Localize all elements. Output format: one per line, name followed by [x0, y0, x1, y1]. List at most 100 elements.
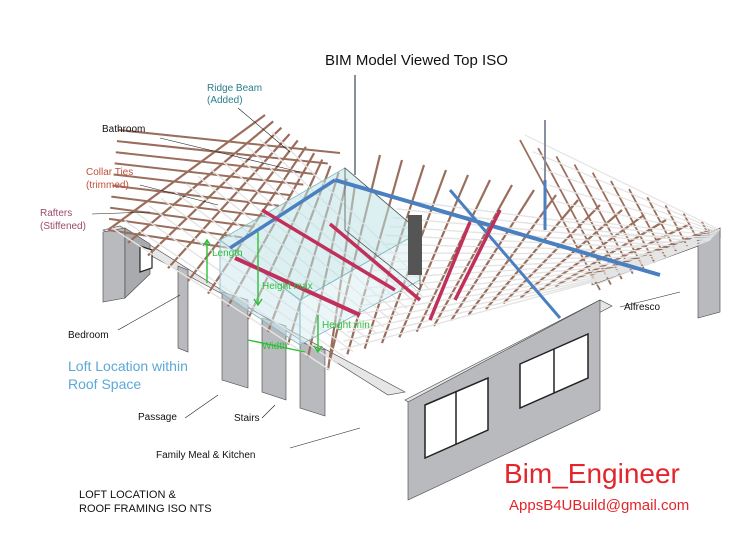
- batten-right: [392, 216, 698, 246]
- batten-garage: [563, 217, 715, 237]
- bathroom-label: Bathroom: [102, 124, 146, 135]
- batten-right: [399, 199, 711, 241]
- collar-ties-label: Collar Ties: [86, 167, 134, 178]
- rafter-right: [554, 219, 667, 288]
- collar-ties: [234, 208, 502, 321]
- loft-location-line2: Roof Space: [68, 376, 142, 392]
- rafters-note: (Stiffened): [40, 221, 86, 232]
- batten-right: [343, 276, 607, 342]
- footer-line1: LOFT LOCATION &: [79, 489, 176, 501]
- batten-right: [385, 234, 685, 251]
- batten-garage: [571, 234, 714, 238]
- rafters-label: Rafters: [40, 208, 73, 219]
- rafter-hip: [114, 162, 304, 186]
- posts: [354, 75, 546, 180]
- rafter-hip: [117, 129, 341, 154]
- wall-partition-1: [177, 265, 189, 353]
- diagram-title: BIM Model Viewed Top ISO: [325, 52, 508, 69]
- stairs-label: Stairs: [234, 413, 260, 424]
- batten-garage: [548, 184, 717, 234]
- leader-family: [289, 427, 361, 449]
- rafter-hip: [115, 151, 316, 176]
- collar-tie-5: [453, 209, 502, 301]
- leader-stairs: [261, 404, 276, 419]
- rafter-hip: [116, 140, 328, 165]
- leader-ridge: [237, 107, 291, 153]
- rafter-right: [450, 189, 535, 321]
- wall-partition-4: [299, 341, 326, 417]
- rafter-hip: [113, 173, 292, 197]
- rafter-right: [467, 194, 557, 316]
- batten-garage: [532, 151, 720, 232]
- batten-garage: [540, 167, 718, 233]
- leader-passage: [184, 394, 219, 419]
- batten-left: [111, 227, 331, 371]
- batten-right: [339, 279, 601, 351]
- rafter-garage: [573, 164, 634, 275]
- rafter-hip: [110, 206, 255, 228]
- batten-right: [375, 255, 665, 263]
- batten-right: [361, 265, 639, 298]
- rafter-right: [415, 179, 491, 333]
- collar-tie-4: [428, 221, 472, 321]
- dim-height-min-label: Height min: [322, 320, 370, 331]
- loft-dark-post: [408, 215, 422, 275]
- leader-lines: [91, 107, 681, 449]
- leader-bathroom: [159, 137, 301, 173]
- batten-right: [350, 272, 620, 325]
- ridge-beam-main: [334, 178, 661, 277]
- bedroom-label: Bedroom: [68, 330, 109, 341]
- batten-garage: [587, 238, 712, 269]
- wall-left-inner: [124, 227, 151, 299]
- ridge-beam-hip-left: [229, 178, 336, 250]
- rafter-garage: [591, 172, 645, 269]
- rafter-left: [147, 126, 283, 257]
- passage-label: Passage: [138, 412, 177, 423]
- ridge-beam-label: Ridge Beam: [207, 83, 263, 94]
- ridge-beam-note: (Added): [207, 95, 243, 106]
- wall-left-face: [102, 227, 126, 303]
- collar-tie-1: [234, 256, 361, 317]
- leader-collar: [139, 184, 219, 206]
- dimensions: [202, 232, 323, 354]
- dim-width-label: Width: [262, 341, 288, 352]
- batten-garage: [555, 201, 716, 236]
- batten-garage: [594, 239, 711, 286]
- leader-alfresco: [619, 291, 681, 308]
- dim-arrow-1: [202, 238, 212, 247]
- dim-arrow-3: [313, 345, 323, 354]
- batten-garage: [579, 237, 713, 253]
- alfresco-label: Alfresco: [624, 302, 661, 313]
- rafter-garage: [628, 188, 667, 258]
- rafter-garage: [610, 180, 656, 264]
- ridge-beam-right: [448, 189, 562, 319]
- loft-rear-frame: [344, 167, 421, 291]
- leader-bedroom: [117, 294, 181, 331]
- batten-right: [382, 243, 678, 253]
- dim-length-label: Length: [212, 248, 243, 259]
- batten-garage: [524, 134, 721, 231]
- loft-volume: [219, 167, 422, 346]
- rafter-right: [433, 184, 513, 327]
- batten-right: [389, 225, 691, 248]
- brand-email: AppsB4UBuild@gmail.com: [509, 497, 690, 514]
- batten-right: [357, 267, 633, 307]
- family-meal-kitchen-label: Family Meal & Kitchen: [156, 450, 256, 461]
- rafter-left: [127, 120, 274, 244]
- rafter-left: [187, 139, 299, 282]
- loft-location-line1: Loft Location within: [68, 358, 188, 374]
- rafter-hip: [111, 195, 267, 218]
- collar-tie-3: [328, 222, 422, 302]
- footer-line2: ROOF FRAMING ISO NTS: [79, 503, 212, 515]
- ridge-beams: [229, 178, 661, 319]
- rafter-hip: [108, 217, 243, 239]
- batten-right: [346, 274, 614, 334]
- leader-rafters: [91, 211, 151, 215]
- batten-right: [354, 269, 626, 316]
- brand-name: Bim_Engineer: [504, 458, 680, 489]
- rafter-right: [398, 174, 470, 338]
- dim-width-line: [247, 339, 306, 353]
- collar-ties-note: (trimmed): [86, 180, 129, 191]
